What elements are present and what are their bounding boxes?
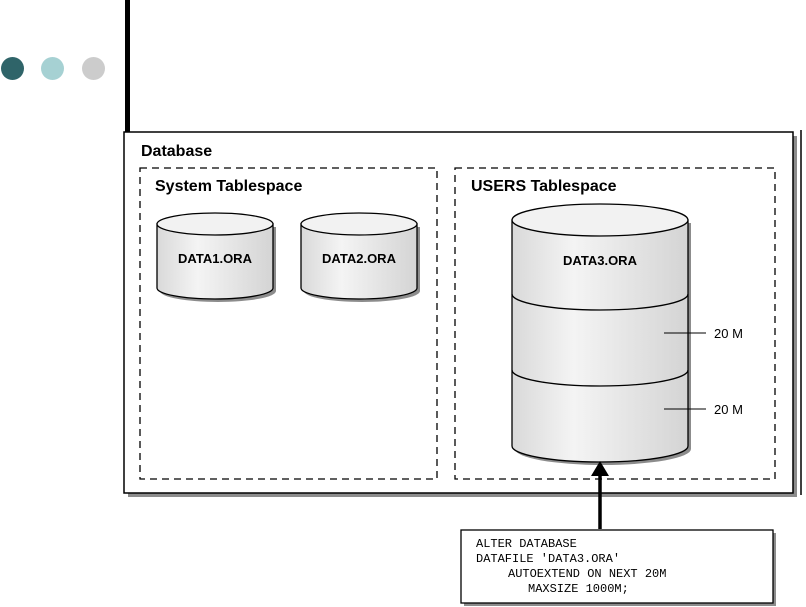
system-tablespace-box — [139, 167, 438, 480]
datafile-label-data2: DATA2.ORA — [322, 251, 397, 266]
extent-label-2: 20 M — [714, 402, 743, 417]
decor-dot-3 — [82, 57, 105, 80]
datafile-label-data1: DATA1.ORA — [178, 251, 253, 266]
datafile-cylinder-data2: DATA2.ORA — [300, 212, 420, 302]
users-tablespace-label: USERS Tablespace — [471, 178, 617, 195]
datafile-label-data3: DATA3.ORA — [563, 253, 638, 268]
extent-divider-1 — [511, 293, 689, 311]
datafile-cylinder-data3: DATA3.ORA — [511, 203, 691, 465]
decor-dot-1 — [1, 57, 24, 80]
command-line-3: AUTOEXTEND ON NEXT 20M — [508, 567, 666, 581]
extent-label-1: 20 M — [714, 326, 743, 341]
extent-divider-2 — [511, 369, 689, 387]
decor-dot-2 — [41, 57, 64, 80]
command-line-4: MAXSIZE 1000M; — [528, 582, 629, 596]
command-arrowhead — [591, 461, 609, 476]
database-label: Database — [141, 143, 212, 160]
system-tablespace-label: System Tablespace — [155, 178, 302, 195]
title-divider-bar — [125, 0, 130, 132]
users-tablespace-box — [454, 167, 776, 480]
command-line-1: ALTER DATABASE — [476, 537, 577, 551]
command-box — [460, 529, 774, 604]
datafile-cylinder-data1: DATA1.ORA — [156, 212, 276, 302]
command-line-2: DATAFILE 'DATA3.ORA' — [476, 552, 620, 566]
